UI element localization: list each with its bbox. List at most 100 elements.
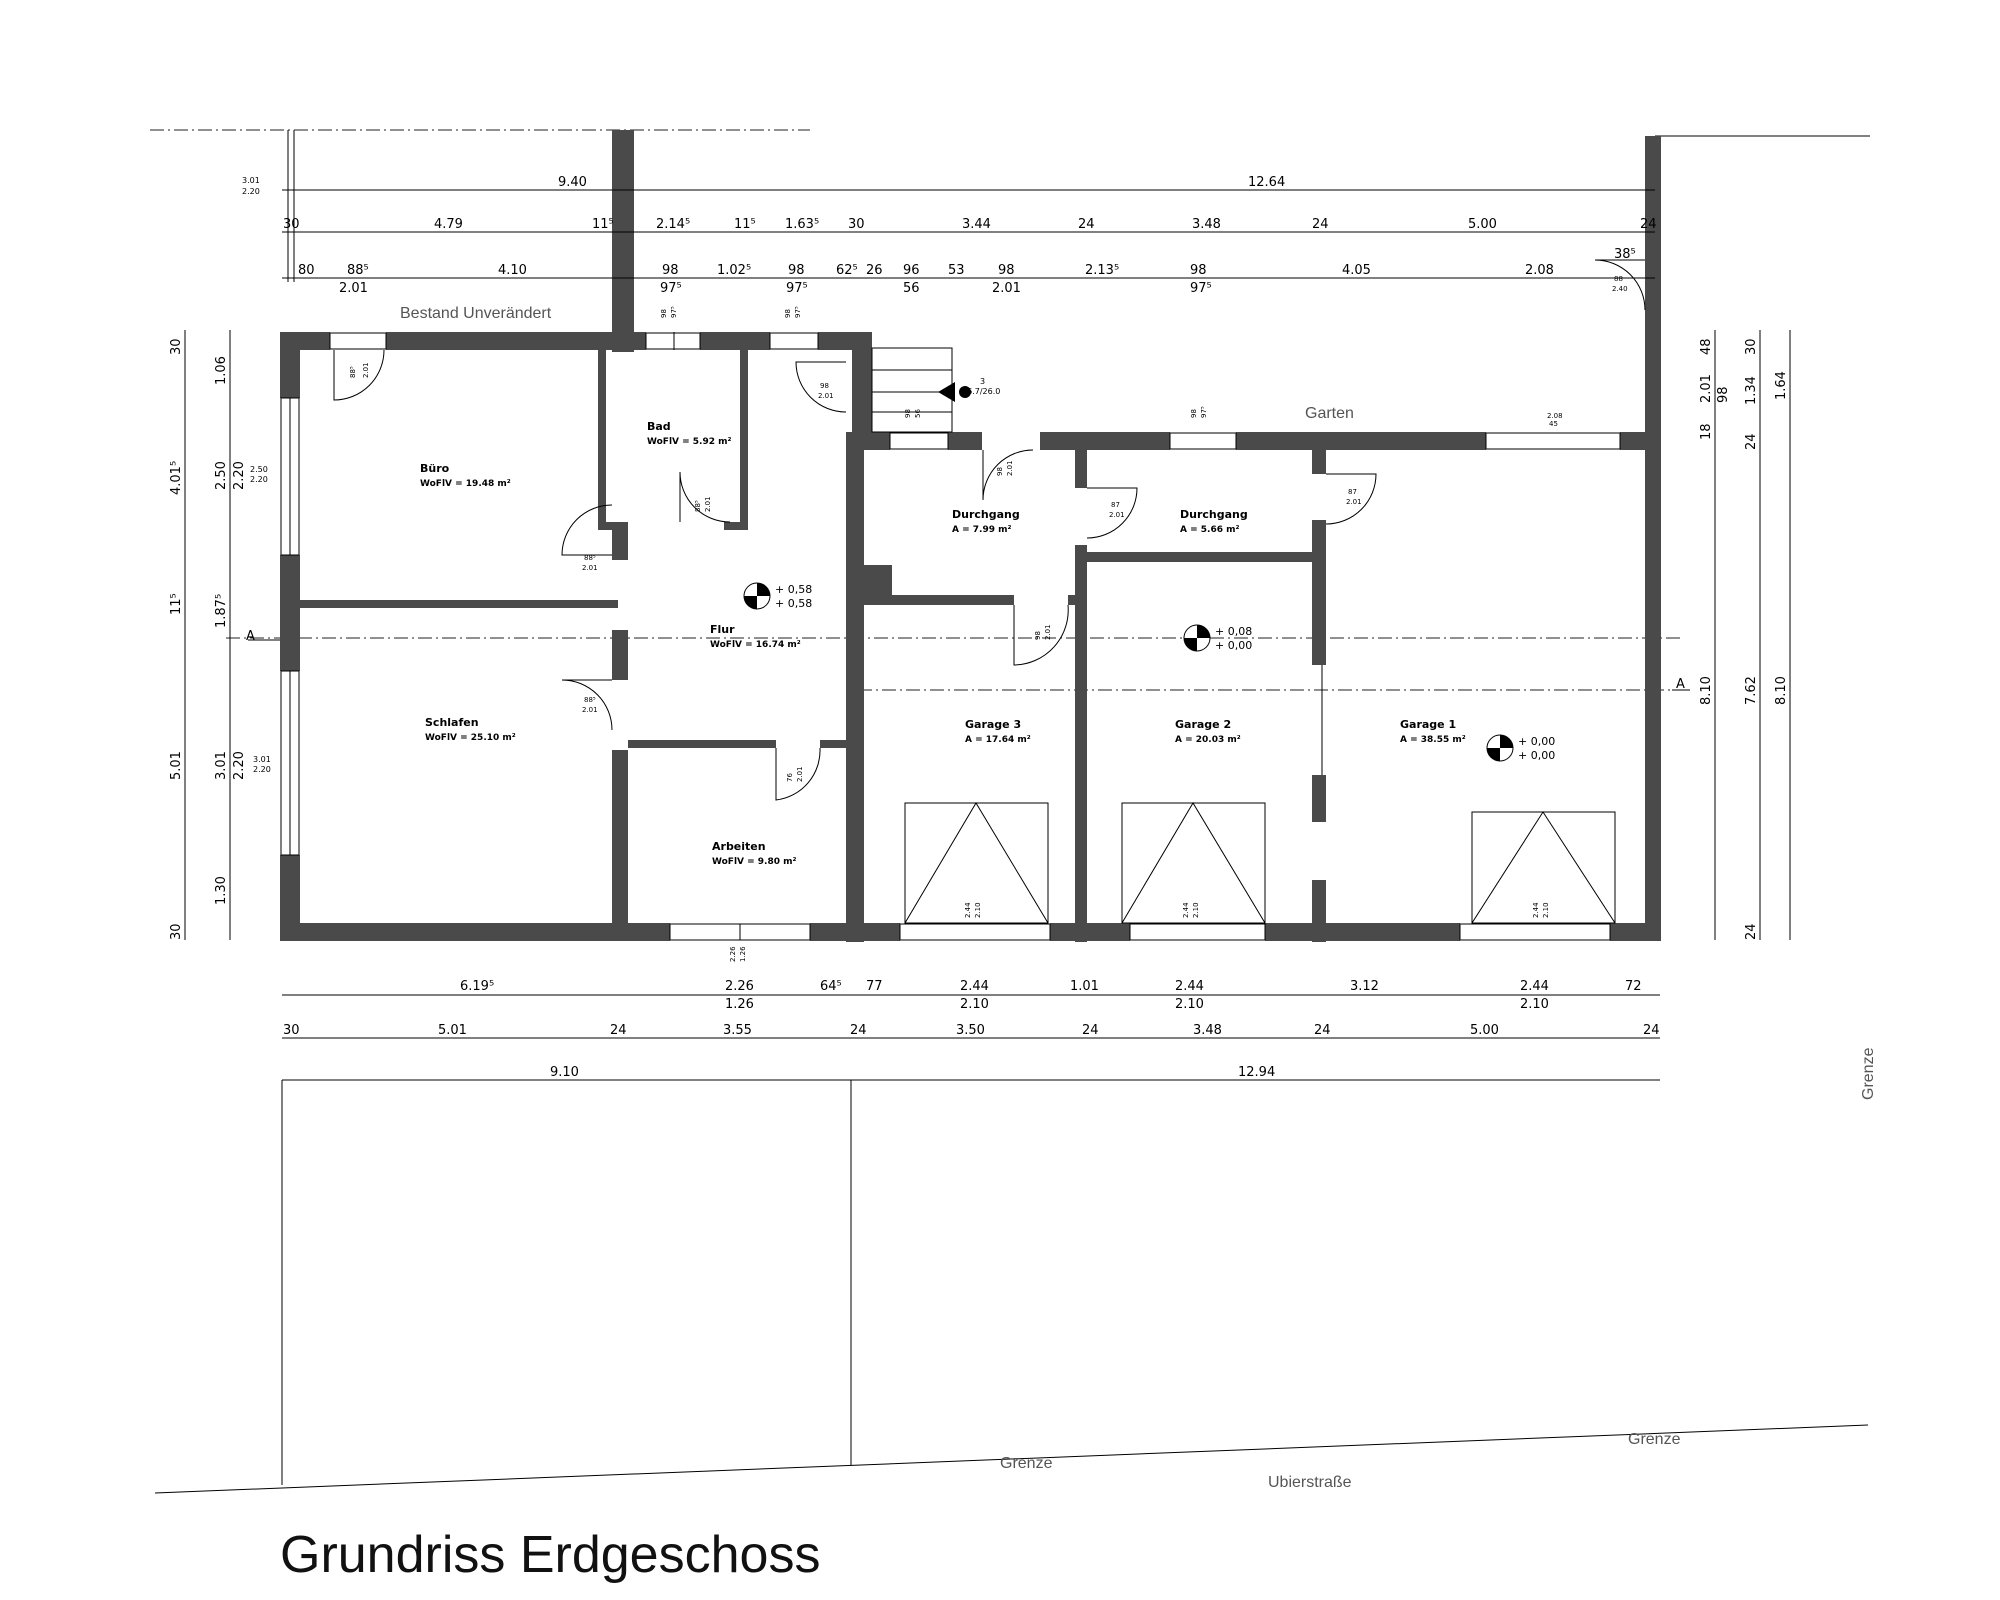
- svg-text:5.01: 5.01: [438, 1023, 467, 1038]
- svg-text:2.01: 2.01: [582, 564, 598, 572]
- svg-text:87: 87: [1348, 488, 1357, 496]
- stair: [871, 347, 971, 433]
- svg-text:2.26: 2.26: [729, 946, 737, 962]
- svg-text:88⁵: 88⁵: [349, 366, 357, 378]
- section-a-left: A: [246, 629, 255, 644]
- svg-text:97⁵: 97⁵: [670, 306, 678, 318]
- svg-text:2.26: 2.26: [725, 979, 754, 994]
- svg-text:1.64: 1.64: [1774, 371, 1789, 400]
- room-garage-1-area: A = 38.55 m²: [1400, 735, 1466, 745]
- svg-text:98: 98: [1190, 263, 1207, 278]
- svg-text:98: 98: [998, 263, 1015, 278]
- svg-text:45: 45: [1549, 420, 1558, 428]
- svg-text:3.55: 3.55: [723, 1023, 752, 1038]
- room-garage-3-area: A = 17.64 m²: [965, 735, 1031, 745]
- svg-text:3.48: 3.48: [1192, 217, 1221, 232]
- room-arbeiten: Arbeiten: [712, 840, 766, 853]
- svg-text:3.48: 3.48: [1193, 1023, 1222, 1038]
- svg-text:96: 96: [903, 263, 920, 278]
- room-flur: Flur: [710, 623, 735, 636]
- svg-text:4.79: 4.79: [434, 217, 463, 232]
- svg-text:24: 24: [610, 1023, 627, 1038]
- grenze-label-3: Grenze: [1860, 1047, 1877, 1100]
- svg-text:11⁵: 11⁵: [734, 217, 756, 232]
- svg-text:1.06: 1.06: [214, 356, 229, 385]
- svg-text:98: 98: [784, 309, 792, 318]
- svg-text:24: 24: [1312, 217, 1329, 232]
- svg-text:5.00: 5.00: [1468, 217, 1497, 232]
- svg-text:2.01: 2.01: [582, 706, 598, 714]
- svg-text:1.30: 1.30: [214, 876, 229, 905]
- svg-text:2.44: 2.44: [1182, 902, 1190, 918]
- grenze-label-2: Grenze: [1628, 1431, 1681, 1448]
- level-markers: + 0,58 + 0,58 + 0,08 + 0,00 + 0,00 + 0,0…: [743, 377, 1555, 762]
- svg-text:1.02⁵: 1.02⁵: [717, 263, 751, 278]
- svg-text:2.44: 2.44: [960, 979, 989, 994]
- svg-text:30: 30: [283, 1023, 300, 1038]
- svg-text:2.13⁵: 2.13⁵: [1085, 263, 1119, 278]
- svg-text:98: 98: [788, 263, 805, 278]
- svg-text:98: 98: [904, 409, 912, 418]
- svg-text:11⁵: 11⁵: [592, 217, 614, 232]
- svg-text:24: 24: [1744, 433, 1759, 450]
- svg-text:2.20: 2.20: [242, 187, 260, 196]
- room-durchgang-1: Durchgang: [952, 508, 1020, 521]
- svg-text:3.01: 3.01: [242, 176, 260, 185]
- room-garage-1: Garage 1: [1400, 718, 1456, 731]
- svg-text:62⁵: 62⁵: [836, 263, 858, 278]
- svg-text:97⁵: 97⁵: [1200, 406, 1208, 418]
- svg-text:2.20: 2.20: [250, 475, 268, 484]
- svg-text:98: 98: [660, 309, 668, 318]
- grenze-label-1: Grenze: [1000, 1455, 1053, 1472]
- page-title: Grundriss Erdgeschoss: [280, 1526, 820, 1584]
- svg-text:6.19⁵: 6.19⁵: [460, 979, 494, 994]
- svg-text:56: 56: [914, 409, 922, 418]
- svg-text:2.01: 2.01: [1006, 460, 1014, 476]
- stair-number: 3: [980, 377, 985, 386]
- svg-text:4.10: 4.10: [498, 263, 527, 278]
- svg-text:3.50: 3.50: [956, 1023, 985, 1038]
- svg-text:8.10: 8.10: [1699, 676, 1714, 705]
- svg-text:+ 0,00: + 0,00: [1215, 639, 1252, 652]
- svg-text:2.01: 2.01: [1346, 498, 1362, 506]
- room-bad-area: WoFlV = 5.92 m²: [647, 437, 732, 447]
- property-line-street: [154, 1424, 1869, 1494]
- svg-text:2.14⁵: 2.14⁵: [656, 217, 690, 232]
- svg-text:+ 0,00: + 0,00: [1518, 735, 1555, 748]
- svg-text:98: 98: [662, 263, 679, 278]
- svg-text:30: 30: [283, 217, 300, 232]
- svg-text:1.63⁵: 1.63⁵: [785, 217, 819, 232]
- level-marker-garage-1: + 0,00 + 0,00: [1486, 734, 1555, 762]
- svg-text:24: 24: [1314, 1023, 1331, 1038]
- svg-text:2.01: 2.01: [796, 766, 804, 782]
- svg-text:3.44: 3.44: [962, 217, 991, 232]
- svg-text:2.10: 2.10: [960, 997, 989, 1012]
- svg-text:2.10: 2.10: [1520, 997, 1549, 1012]
- stair-ratio: 16.7/26.0: [962, 387, 1000, 396]
- svg-text:64⁵: 64⁵: [820, 979, 842, 994]
- svg-text:97⁵: 97⁵: [1190, 281, 1212, 296]
- svg-text:77: 77: [866, 979, 883, 994]
- room-buero: Büro: [420, 462, 450, 475]
- svg-text:+ 0,08: + 0,08: [1215, 625, 1252, 638]
- svg-text:18: 18: [1699, 423, 1714, 440]
- svg-text:1.26: 1.26: [739, 946, 747, 962]
- svg-text:30: 30: [1744, 338, 1759, 355]
- svg-text:72: 72: [1625, 979, 1642, 994]
- svg-text:2.50: 2.50: [250, 465, 268, 474]
- svg-text:56: 56: [903, 281, 920, 296]
- svg-text:2.10: 2.10: [974, 902, 982, 918]
- svg-text:88⁵: 88⁵: [694, 500, 702, 512]
- room-schlafen-area: WoFlV = 25.10 m²: [425, 733, 516, 743]
- svg-text:30: 30: [169, 338, 184, 355]
- svg-text:3.01: 3.01: [253, 755, 271, 764]
- section-a-right: A: [1676, 677, 1685, 692]
- svg-text:2.44: 2.44: [1532, 902, 1540, 918]
- svg-text:12.94: 12.94: [1238, 1065, 1275, 1080]
- svg-text:2.40: 2.40: [1612, 285, 1628, 293]
- svg-text:+ 0,58: + 0,58: [775, 583, 812, 596]
- svg-text:+ 0,58: + 0,58: [775, 597, 812, 610]
- svg-text:1.26: 1.26: [725, 997, 754, 1012]
- svg-text:2.01: 2.01: [992, 281, 1021, 296]
- svg-text:88⁵: 88⁵: [584, 554, 596, 562]
